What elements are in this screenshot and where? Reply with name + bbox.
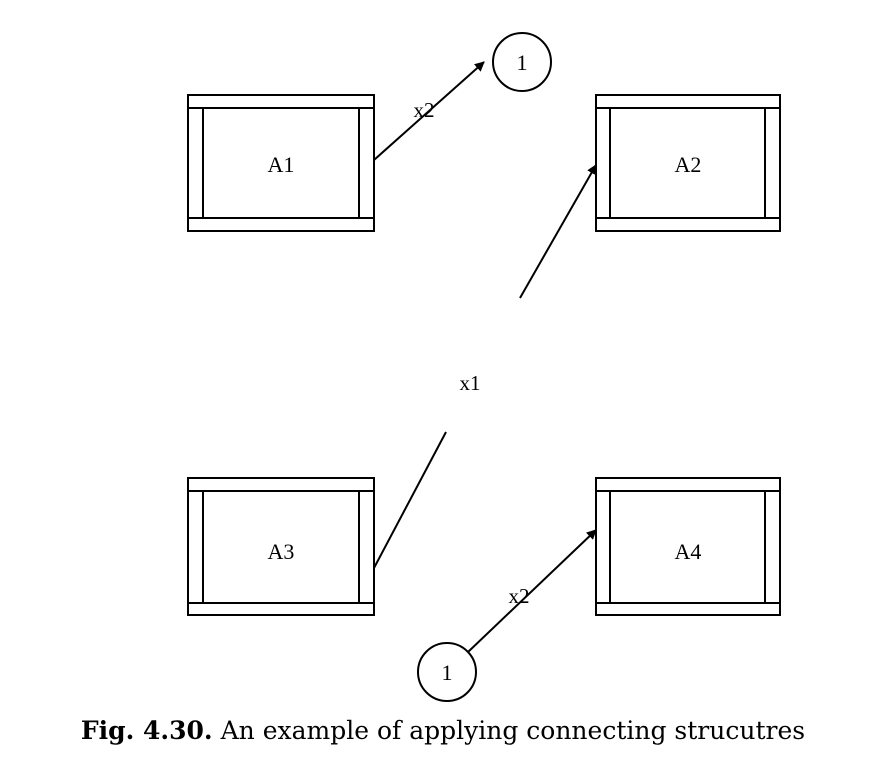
box-a2 [595, 94, 781, 232]
connector-label-bottom: x2 [509, 584, 530, 608]
connector-label-middle: x1 [460, 371, 481, 395]
figure-caption-text: An example of applying connecting strucu… [220, 716, 806, 745]
figure-caption: Fig. 4.30. An example of applying connec… [0, 716, 886, 745]
figure-number: Fig. 4.30. [80, 716, 213, 745]
box-label-a1: A1 [268, 152, 295, 177]
box-a4 [595, 477, 781, 616]
connector-circle-top: 1 [492, 32, 552, 92]
connector-arrow-label-to-a2 [519, 164, 597, 299]
box-a1 [187, 94, 375, 232]
connector-circle-bottom-label: 1 [442, 660, 453, 685]
connector-label-top: x2 [414, 98, 435, 122]
connector-line-a3-to-label [373, 431, 447, 569]
connector-circle-top-label: 1 [517, 50, 528, 75]
connector-circle-bottom: 1 [417, 642, 477, 702]
box-a3 [187, 477, 375, 616]
box-label-a2: A2 [675, 152, 702, 177]
box-label-a3: A3 [268, 539, 295, 564]
connector-arrow-a1-to-circle [373, 61, 485, 161]
connector-arrow-circle-to-a4 [467, 529, 597, 653]
box-label-a4: A4 [675, 539, 702, 564]
